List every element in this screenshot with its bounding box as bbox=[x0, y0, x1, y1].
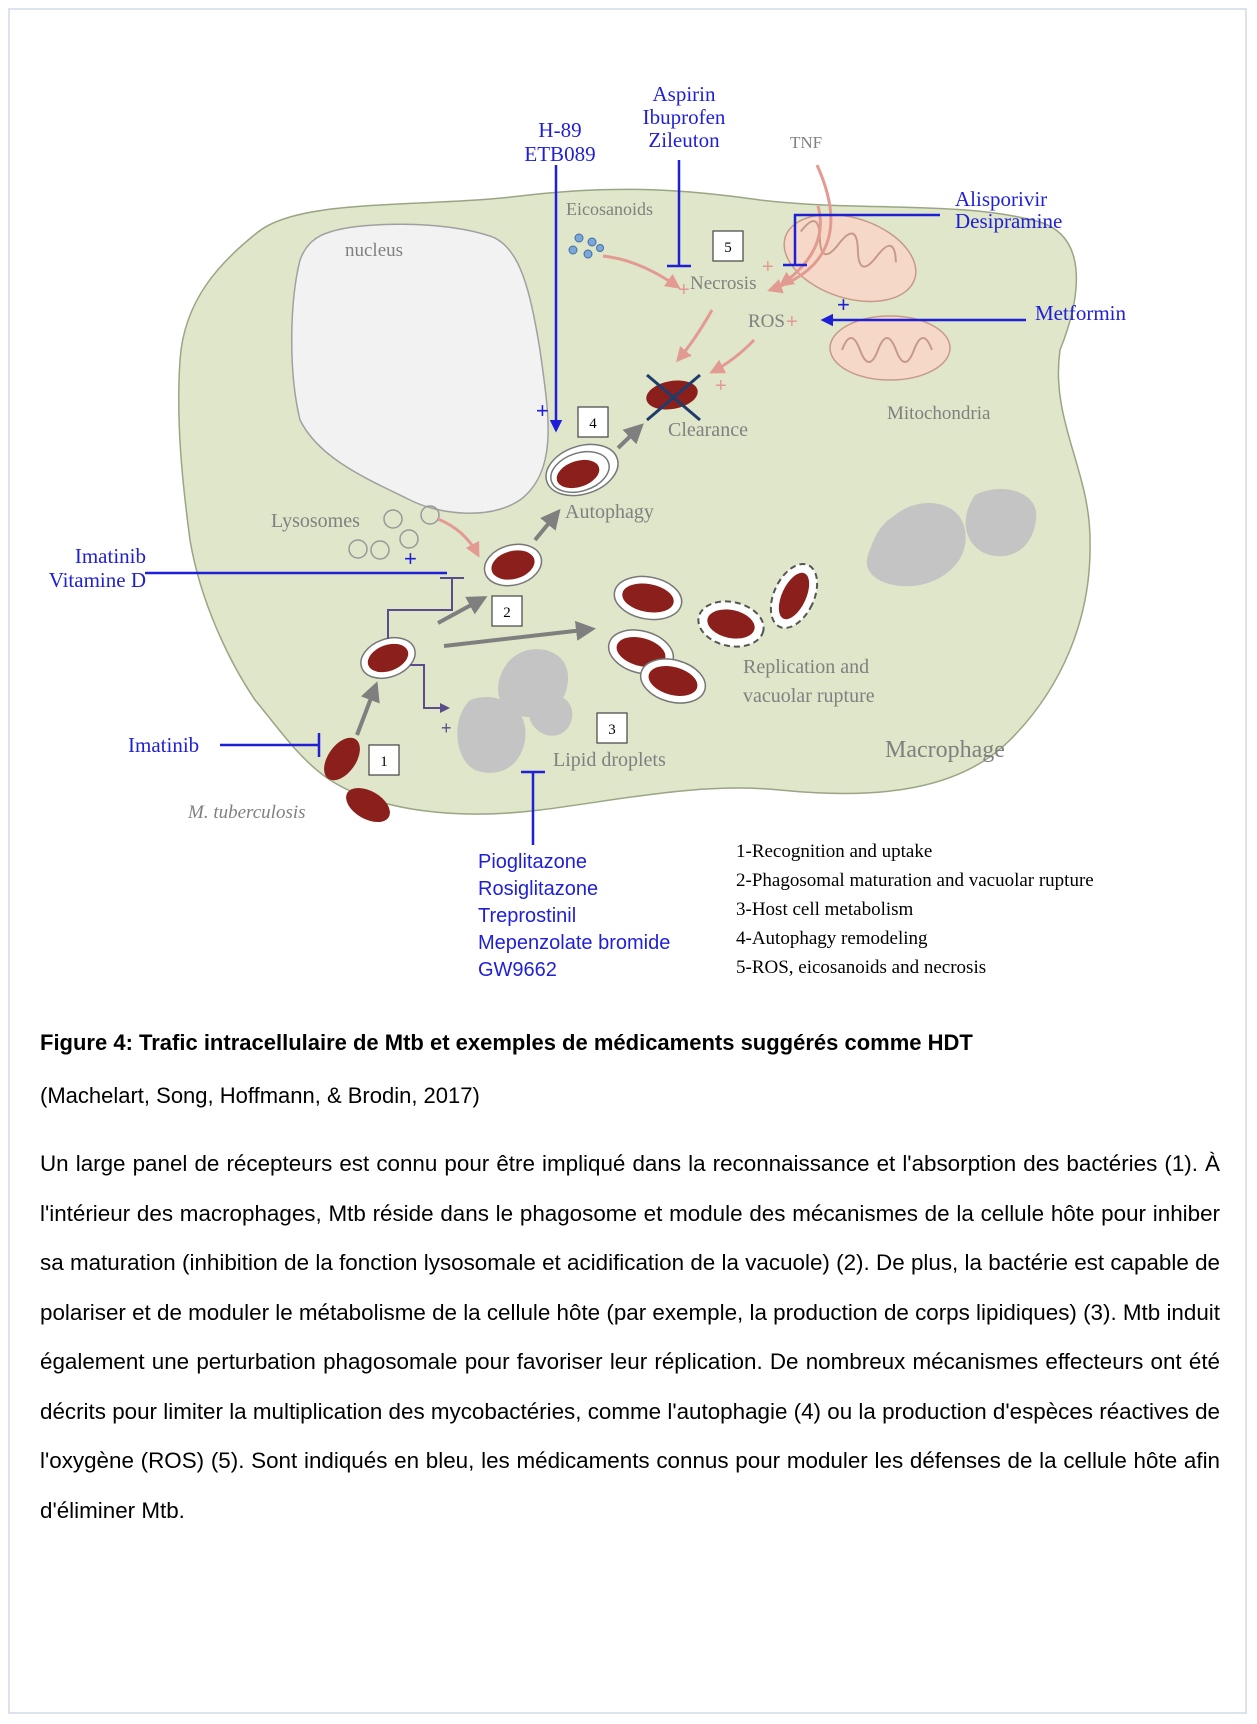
svg-text:3: 3 bbox=[608, 722, 616, 738]
lipid-droplet bbox=[866, 503, 966, 587]
lipid-droplet bbox=[457, 696, 526, 773]
lysosomes bbox=[348, 505, 440, 560]
nucleus bbox=[290, 223, 549, 514]
legend-item-3: 3-Host cell metabolism bbox=[736, 899, 914, 920]
lipid-droplet bbox=[965, 488, 1037, 557]
replication-label-2: vacuolar rupture bbox=[743, 685, 875, 707]
svg-text:2: 2 bbox=[503, 605, 511, 621]
mtb-label: M. tuberculosis bbox=[187, 802, 306, 823]
body-paragraph: Un large panel de récepteurs est connu p… bbox=[40, 1151, 1220, 1523]
drug-ibuprofen: Ibuprofen bbox=[643, 105, 726, 129]
drug-treprostinil: Treprostinil bbox=[478, 905, 576, 927]
pink-arrows bbox=[437, 164, 833, 558]
eicosanoids-label: Eicosanoids bbox=[566, 199, 653, 219]
svg-text:+: + bbox=[762, 256, 774, 278]
svg-text:+: + bbox=[786, 311, 798, 333]
lipid-droplets-label: Lipid droplets bbox=[553, 749, 666, 771]
drug-etb089: ETB089 bbox=[524, 142, 595, 166]
drug-mepenzolate: Mepenzolate bromide bbox=[478, 932, 670, 954]
lipid-droplet bbox=[528, 694, 573, 736]
legend-item-2: 2-Phagosomal maturation and vacuolar rup… bbox=[736, 870, 1094, 891]
legend-item-5: 5-ROS, eicosanoids and necrosis bbox=[736, 957, 986, 978]
svg-text:+: + bbox=[678, 279, 690, 301]
svg-text:1: 1 bbox=[380, 754, 388, 770]
svg-text:-: - bbox=[683, 338, 692, 369]
svg-text:5: 5 bbox=[724, 240, 732, 256]
drug-gw9662: GW9662 bbox=[478, 959, 557, 981]
autophagy-label: Autophagy bbox=[565, 501, 654, 523]
bacteria bbox=[324, 380, 819, 823]
step-boxes: 1 2 3 4 5 bbox=[368, 230, 744, 776]
replication-label-1: Replication and bbox=[743, 656, 869, 678]
figure-caption-title: Figure 4: Trafic intracellulaire de Mtb … bbox=[40, 1030, 973, 1055]
nucleus-label: nucleus bbox=[345, 240, 403, 261]
mitochondrion-lower bbox=[829, 315, 951, 381]
purple-regulation bbox=[387, 577, 464, 713]
mitochondria-label: Mitochondria bbox=[887, 403, 991, 424]
svg-text:+: + bbox=[715, 375, 727, 397]
drug-rosiglitazone: Rosiglitazone bbox=[478, 878, 598, 900]
legend-item-4: 4-Autophagy remodeling bbox=[736, 928, 928, 949]
svg-text:+: + bbox=[536, 398, 549, 423]
drug-vitamine-d: Vitamine D bbox=[49, 568, 146, 592]
drug-aspirin: Aspirin bbox=[653, 82, 717, 106]
figure-citation: (Machelart, Song, Hoffmann, & Brodin, 20… bbox=[40, 1083, 480, 1108]
drug-zileuton: Zileuton bbox=[648, 128, 720, 152]
drug-lines bbox=[145, 160, 1026, 845]
blue-signs: + + + bbox=[404, 292, 850, 571]
mtb-trafficking-figure: + + + + - + + + + 1 2 3 4 bbox=[49, 82, 1127, 981]
drug-metformin: Metformin bbox=[1035, 301, 1126, 325]
drug-pioglitazone: Pioglitazone bbox=[478, 851, 587, 873]
drug-imatinib-2: Imatinib bbox=[128, 733, 199, 757]
pink-signs: + + + + - bbox=[678, 256, 798, 397]
svg-text:+: + bbox=[404, 546, 417, 571]
legend-item-1: 1-Recognition and uptake bbox=[736, 841, 932, 862]
drug-imatinib-1: Imatinib bbox=[75, 544, 146, 568]
ros-label: ROS bbox=[748, 311, 785, 332]
clearance-label: Clearance bbox=[668, 419, 748, 441]
drug-desipramine: Desipramine bbox=[955, 209, 1062, 233]
necrosis-label: Necrosis bbox=[690, 273, 756, 294]
svg-text:+: + bbox=[837, 292, 850, 317]
svg-text:4: 4 bbox=[589, 416, 597, 432]
process-arrows bbox=[355, 423, 644, 736]
drug-h89: H-89 bbox=[538, 118, 581, 142]
purple-plus: + bbox=[441, 718, 452, 738]
drug-alisporivir: Alisporivir bbox=[955, 187, 1047, 211]
macrophage-label: Macrophage bbox=[885, 737, 1005, 763]
clearance-cross bbox=[646, 373, 701, 422]
lysosomes-label: Lysosomes bbox=[271, 510, 360, 532]
eicosanoid-dots bbox=[568, 233, 604, 259]
tnf-label: TNF bbox=[790, 133, 822, 152]
